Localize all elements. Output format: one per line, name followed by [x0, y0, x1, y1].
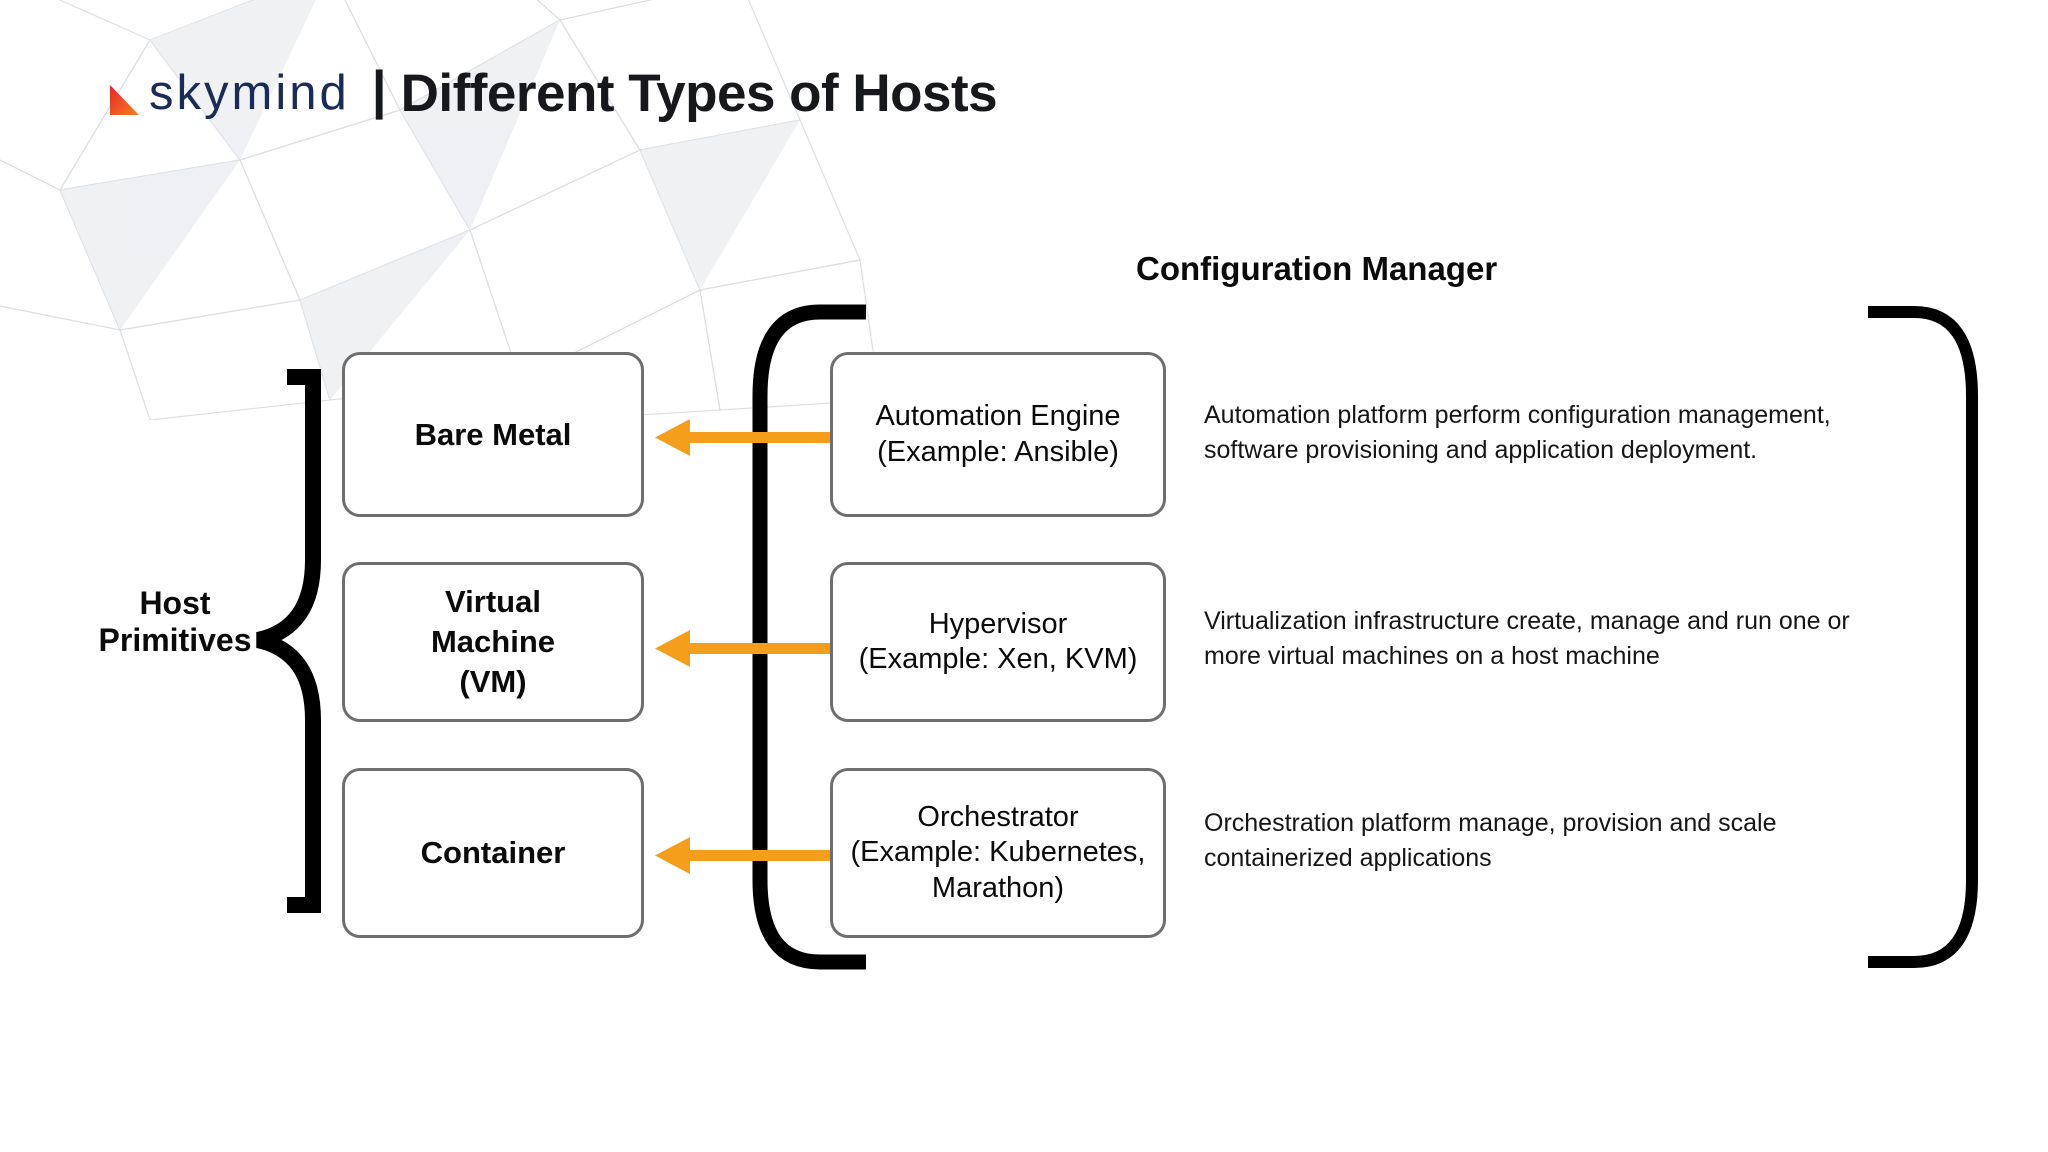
- skymind-logo-wordmark: skymind: [149, 65, 350, 120]
- box-label-line: Orchestrator: [917, 800, 1079, 833]
- host-primitives-label: Host Primitives: [60, 585, 290, 659]
- box-label-line: (VM): [459, 663, 527, 699]
- description-automation-engine: Automation platform perform configuratio…: [1204, 401, 1831, 464]
- arrow-to-container: [655, 837, 830, 874]
- host-primitive-box-bare-metal[interactable]: Bare Metal: [342, 352, 644, 517]
- title-separator: |: [371, 60, 387, 120]
- host-primitives-label-line-2: Primitives: [98, 621, 252, 658]
- host-primitives-label-line-1: Host: [139, 585, 211, 621]
- arrow-to-bare-metal: [655, 419, 830, 456]
- configuration-manager-heading: Configuration Manager: [1136, 250, 1498, 287]
- box-label-line: Container: [420, 835, 566, 871]
- box-label-line: Bare Metal: [414, 416, 572, 452]
- skymind-triangle-mark: [110, 85, 139, 115]
- host-primitive-box-container[interactable]: Container: [342, 768, 644, 938]
- box-label-line: (Example: Xen, KVM): [858, 643, 1138, 675]
- box-label-line: Automation Engine: [875, 400, 1121, 433]
- box-label-line: (Example: Kubernetes,: [850, 836, 1146, 869]
- slide-header: skymind | Different Types of Hosts: [108, 58, 998, 128]
- box-label-line: Hypervisor: [928, 607, 1068, 640]
- box-label-line: (Example: Ansible): [877, 435, 1119, 468]
- page-title: Different Types of Hosts: [400, 63, 998, 123]
- tool-box-orchestrator[interactable]: Orchestrator (Example: Kubernetes, Marat…: [830, 768, 1166, 938]
- box-label-line: Marathon): [931, 871, 1065, 904]
- tool-box-hypervisor[interactable]: Hypervisor (Example: Xen, KVM): [830, 562, 1166, 722]
- box-label-line: Virtual: [445, 584, 541, 620]
- box-label-line: Machine: [430, 624, 556, 660]
- description-orchestrator: Orchestration platform manage, provision…: [1204, 809, 1777, 872]
- tool-box-automation-engine[interactable]: Automation Engine (Example: Ansible): [830, 352, 1166, 517]
- arrow-to-virtual-machine: [655, 630, 830, 667]
- description-hypervisor: Virtualization infrastructure create, ma…: [1204, 607, 1850, 670]
- host-primitive-box-virtual-machine[interactable]: Virtual Machine (VM): [342, 562, 644, 722]
